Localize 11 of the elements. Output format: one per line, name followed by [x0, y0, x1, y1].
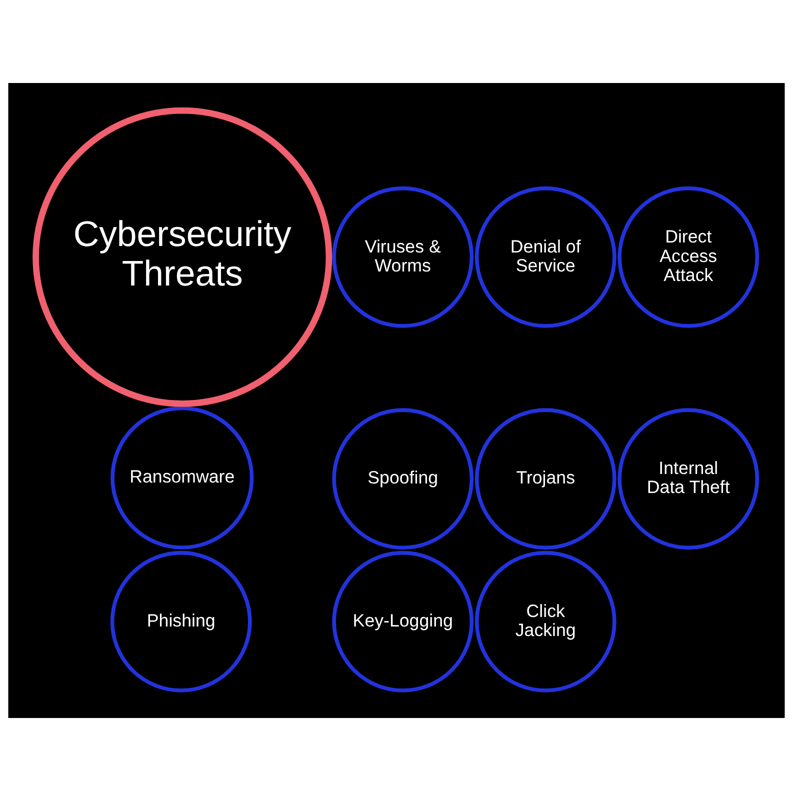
node-circle: Viruses & Worms [332, 186, 474, 328]
node-circle: Direct Access Attack [618, 186, 760, 328]
node-circle: Ransomware [110, 406, 254, 549]
node-circle: Spoofing [332, 408, 474, 550]
node-circle: Denial of Service [474, 186, 616, 328]
node-circle: Internal Data Theft [618, 408, 760, 550]
node-circle: Phishing [110, 550, 252, 692]
node-circle: Key-Logging [332, 550, 474, 692]
node-circle: Click Jacking [474, 550, 616, 692]
node-circle: Cybersecurity Threats [32, 106, 332, 406]
node-circle: Trojans [474, 408, 616, 550]
